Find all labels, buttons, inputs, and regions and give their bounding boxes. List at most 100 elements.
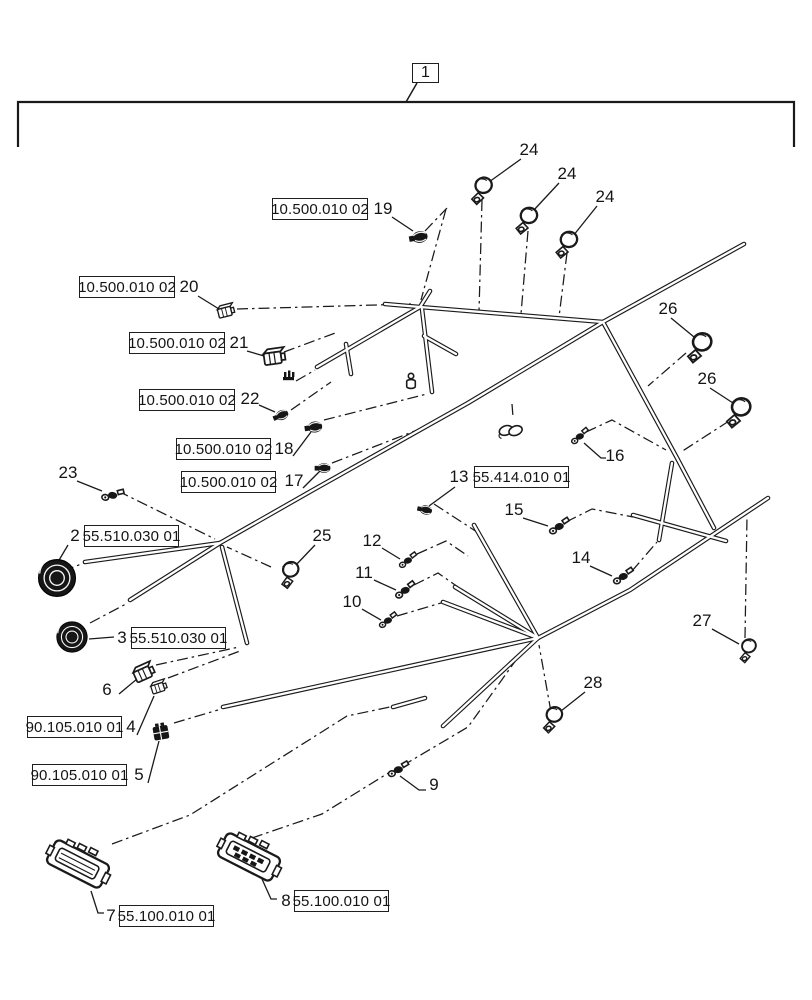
- part-icon-9[interactable]: [387, 759, 410, 778]
- ref-box-18[interactable]: 10.500.010 02: [175, 438, 272, 460]
- leader-dashline: [89, 603, 127, 624]
- part-icon-27[interactable]: [734, 637, 761, 664]
- callout-4[interactable]: 4: [126, 717, 136, 736]
- callout-28[interactable]: 28: [583, 673, 603, 692]
- callout-22[interactable]: 22: [240, 389, 260, 408]
- callout-9[interactable]: 9: [429, 775, 439, 794]
- callout-18[interactable]: 18: [274, 439, 294, 458]
- ref-box-5[interactable]: 90.105.010 01: [31, 764, 128, 786]
- leader-dashline: [631, 541, 658, 572]
- ref-box-19[interactable]: 10.500.010 02: [271, 198, 369, 220]
- leader-dashline: [511, 403, 514, 418]
- callout-10[interactable]: 10: [342, 592, 362, 611]
- callout-26b[interactable]: 26: [697, 369, 717, 388]
- leader-dashline: [396, 602, 442, 617]
- frame-callout-box[interactable]: 1: [412, 63, 439, 83]
- callout-2[interactable]: 2: [70, 526, 80, 545]
- part-icon-17[interactable]: [314, 463, 331, 473]
- callout-13[interactable]: 13: [449, 467, 469, 486]
- part-icon-24a[interactable]: [467, 176, 497, 206]
- leader-dashline: [585, 419, 667, 451]
- ref-box-7[interactable]: 55.100.010 01: [118, 905, 215, 927]
- part-icon-21[interactable]: [261, 345, 287, 366]
- callout-20[interactable]: 20: [179, 277, 199, 296]
- ref-box-20[interactable]: 10.500.010 02: [78, 276, 176, 298]
- harness-tube-core: [420, 307, 434, 394]
- part-icon-13[interactable]: [416, 504, 433, 516]
- part-icon-22[interactable]: [271, 408, 289, 423]
- part-icon-clip[interactable]: [498, 424, 524, 440]
- harness-tube-core: [453, 585, 540, 640]
- callout-leader-22: [258, 404, 276, 413]
- part-icon-11[interactable]: [393, 579, 417, 599]
- part-icon-23[interactable]: [101, 487, 126, 503]
- callout-5[interactable]: 5: [134, 765, 144, 784]
- part-icon-18[interactable]: [304, 421, 323, 434]
- part-icon-21b[interactable]: [283, 370, 295, 381]
- part-icon-19[interactable]: [408, 230, 428, 245]
- part-icon-7[interactable]: [42, 831, 117, 891]
- part-icon-8[interactable]: [213, 824, 288, 884]
- callout-16[interactable]: 16: [605, 446, 625, 465]
- harness-tube-core: [441, 600, 540, 640]
- part-icon-cyl[interactable]: [405, 372, 417, 390]
- part-icon-16[interactable]: [569, 426, 591, 445]
- ref-box-2[interactable]: 55.510.030 01: [83, 525, 180, 547]
- harness-tube-core: [344, 342, 353, 376]
- part-icon-2[interactable]: [37, 558, 77, 598]
- callout-24b[interactable]: 24: [557, 164, 577, 183]
- ref-box-21[interactable]: 10.500.010 02: [128, 332, 226, 354]
- part-icon-10[interactable]: [377, 610, 399, 629]
- part-icon-26b[interactable]: [722, 396, 754, 429]
- callout-14[interactable]: 14: [571, 548, 591, 567]
- callout-7[interactable]: 7: [106, 906, 116, 925]
- leader-dashline: [401, 659, 517, 767]
- part-icon-24b[interactable]: [512, 206, 541, 236]
- part-icon-3[interactable]: [56, 621, 88, 653]
- leader-dashline: [323, 393, 428, 421]
- leader-dashline: [295, 369, 316, 382]
- ref-box-8[interactable]: 55.100.010 01: [293, 890, 390, 912]
- callout-25[interactable]: 25: [312, 526, 332, 545]
- leader-dashline: [167, 650, 241, 679]
- part-icon-15[interactable]: [548, 516, 572, 535]
- harness-tube-core: [601, 320, 716, 530]
- leader-dashline: [117, 490, 216, 540]
- ref-box-4[interactable]: 90.105.010 01: [26, 716, 123, 738]
- callout-17[interactable]: 17: [284, 471, 304, 490]
- ref-box-13[interactable]: 55.414.010 01: [473, 466, 570, 488]
- part-icon-24c[interactable]: [552, 230, 581, 260]
- callout-21[interactable]: 21: [229, 333, 249, 352]
- part-icon-26a[interactable]: [683, 331, 715, 364]
- callout-3[interactable]: 3: [117, 628, 127, 647]
- ref-box-3[interactable]: 55.510.030 01: [130, 627, 227, 649]
- part-icon-6[interactable]: [131, 659, 156, 684]
- harness-tube-core: [128, 541, 222, 602]
- callout-19[interactable]: 19: [373, 199, 393, 218]
- callout-24a[interactable]: 24: [519, 140, 539, 159]
- callout-leader-8: [261, 878, 277, 900]
- part-icon-4[interactable]: [149, 677, 168, 695]
- ref-box-22[interactable]: 10.500.010 02: [138, 389, 236, 411]
- part-icon-12[interactable]: [397, 550, 419, 569]
- part-icon-25[interactable]: [274, 559, 304, 590]
- callout-24c[interactable]: 24: [595, 187, 615, 206]
- callout-15[interactable]: 15: [504, 500, 524, 519]
- leader-dashline: [283, 331, 339, 353]
- callout-leader-24c: [572, 205, 598, 237]
- ref-box-17[interactable]: 10.500.010 02: [180, 471, 277, 493]
- part-icon-20[interactable]: [215, 301, 236, 319]
- callout-26a[interactable]: 26: [658, 299, 678, 318]
- callout-leader-21: [246, 350, 265, 357]
- callout-23[interactable]: 23: [58, 463, 78, 482]
- part-icon-14[interactable]: [612, 566, 636, 585]
- callout-8[interactable]: 8: [281, 891, 291, 910]
- callout-27[interactable]: 27: [692, 611, 712, 630]
- callout-12[interactable]: 12: [362, 531, 382, 550]
- callout-6[interactable]: 6: [102, 680, 112, 699]
- part-icon-5[interactable]: [152, 722, 170, 741]
- callout-11[interactable]: 11: [355, 563, 373, 582]
- part-icon-28[interactable]: [538, 705, 567, 734]
